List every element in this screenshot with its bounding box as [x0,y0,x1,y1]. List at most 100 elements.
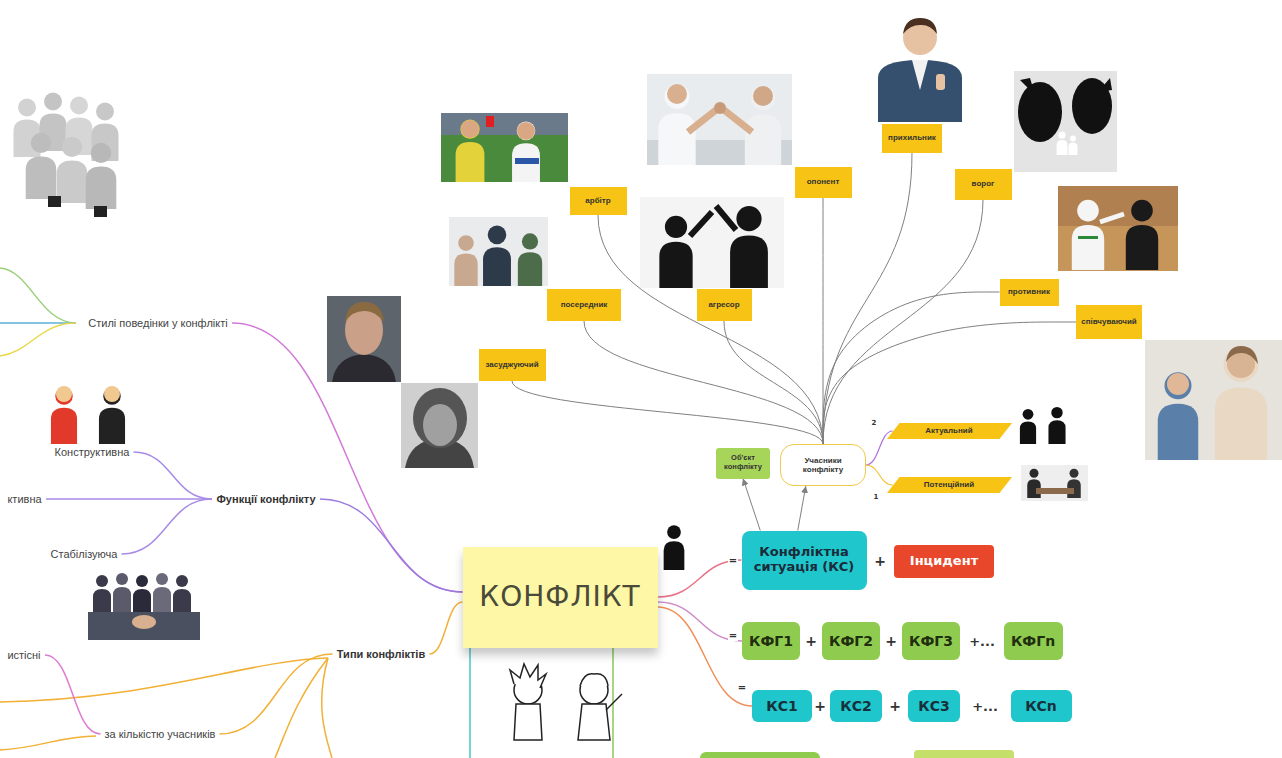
interview-photo-part [483,226,511,286]
branch-topic: Конструктивна [51,445,134,460]
node-text: КС1 [766,698,797,714]
connector [320,499,463,592]
node-text: ктивна [7,493,41,506]
dragons-drawing [1014,71,1117,172]
mother-son-photo-part [1145,340,1282,460]
node-text: Інцидент [910,554,978,569]
branch-heading: Функції конфлікту [212,492,320,507]
handshake-group-photo-part [93,575,111,614]
man-portrait-photo-part [345,302,384,322]
plus-sign: + [884,634,898,648]
business-people-photo-part [26,133,57,199]
desk-meeting-photo-part [1036,488,1074,494]
mother-son-photo-part [1158,372,1199,460]
connector [598,215,823,444]
dragons-drawing-part [1020,78,1112,95]
central-sticky-note: КОНФЛІКТ [463,547,658,648]
handshake-group-photo-part [132,615,156,629]
role-box: прихильник [882,124,942,153]
callout-number: 2 [871,420,878,427]
mother-son-photo [1145,340,1282,460]
branch-lines-part [0,658,328,702]
node-text: противник [1008,287,1050,296]
connector [823,322,1076,444]
connector [823,200,983,445]
branch-topic: ктивна [3,492,46,507]
man-portrait-photo-part [332,354,396,382]
connector [45,655,101,734]
parallelogram-fill [887,477,1012,493]
branch-lines [0,268,613,758]
incident-box: Інцидент [894,545,994,578]
parallelogram-box: Потенційний [887,477,1012,493]
old-woman-photo-part [413,388,467,448]
branch-heading: Типи конфліктів [333,647,430,662]
karate-photo-part [1058,186,1178,226]
referee-photo-part [517,122,535,140]
fighting-silhouettes-photo-part [640,197,784,288]
node-text: КС3 [918,698,949,714]
plus-ellipsis: +... [968,635,996,648]
angry-figure-part [664,525,685,570]
node-text: Функції конфлікту [216,493,315,506]
referee-photo-part [461,120,479,138]
branch-lines-part [0,736,96,750]
node-text: агресор [708,300,739,309]
handshake-group-photo-part [173,575,191,614]
mother-son-photo-part [1215,347,1267,460]
parallelogram-box: Актуальний [887,423,1012,439]
plus-sign: + [888,699,902,713]
node-text: Стилі поведінки у конфлікті [88,317,227,330]
formula-box: КФГ1 [742,622,800,660]
branch-lines-part [322,658,332,758]
branch-topic: за кількістю учасників [101,727,220,742]
role-box: посередник [547,289,621,321]
thumbs-up-man-photo-part [873,10,966,122]
thumbs-up-man-photo [873,10,966,122]
connector [584,321,823,444]
node-text: опонент [807,177,840,186]
interview-photo-part [449,217,548,286]
business-people-photo [5,85,130,230]
participants-box: Учасники конфлікту [780,444,866,486]
node-text: Конфліктна ситуація (КС) [748,545,860,575]
cut-off-boxes [700,750,1014,758]
node-text: КСn [1025,698,1057,714]
connector [823,292,1000,444]
branch-topic: Стилі поведінки у конфлікті [84,316,232,331]
man-portrait-photo-part [327,296,401,382]
referee-photo-part [441,113,568,135]
formula-box: КСn [1011,690,1072,722]
connector [134,452,213,499]
karate-photo-part [1072,200,1104,270]
arm-wrestling-photo [647,74,792,165]
plus-sign: + [873,554,887,568]
karate-photo [1058,186,1178,271]
connector [658,607,753,706]
node-text: за кількістю учасників [105,728,216,741]
thumbs-up-man-photo-part [936,74,945,90]
node-text: КФГ2 [829,633,873,649]
thumbs-up-man-photo-part [878,60,962,122]
equals-sign: = [728,556,738,566]
connector [122,499,213,554]
cartoon-kids-part [606,694,622,710]
handshake-group-photo-part [133,575,151,614]
desk-meeting-photo-part [1021,465,1088,501]
angry-figure [664,525,685,570]
dragons-drawing-part [1018,82,1062,142]
cartoon-kids [510,664,622,740]
cut-off-boxes-part [914,750,1014,758]
node-text: посередник [561,300,608,309]
referee-photo-part [486,116,494,127]
handshake-group-photo [88,571,200,640]
formula-box: КС1 [752,690,812,722]
referee-photo-part [515,158,539,164]
business-people-photo-part [86,143,117,209]
role-box: агресор [697,289,752,321]
cartoon-kids-part [580,674,608,686]
interview-photo [449,217,548,286]
role-box: арбітр [570,187,627,215]
dragons-drawing-part [1057,132,1068,155]
